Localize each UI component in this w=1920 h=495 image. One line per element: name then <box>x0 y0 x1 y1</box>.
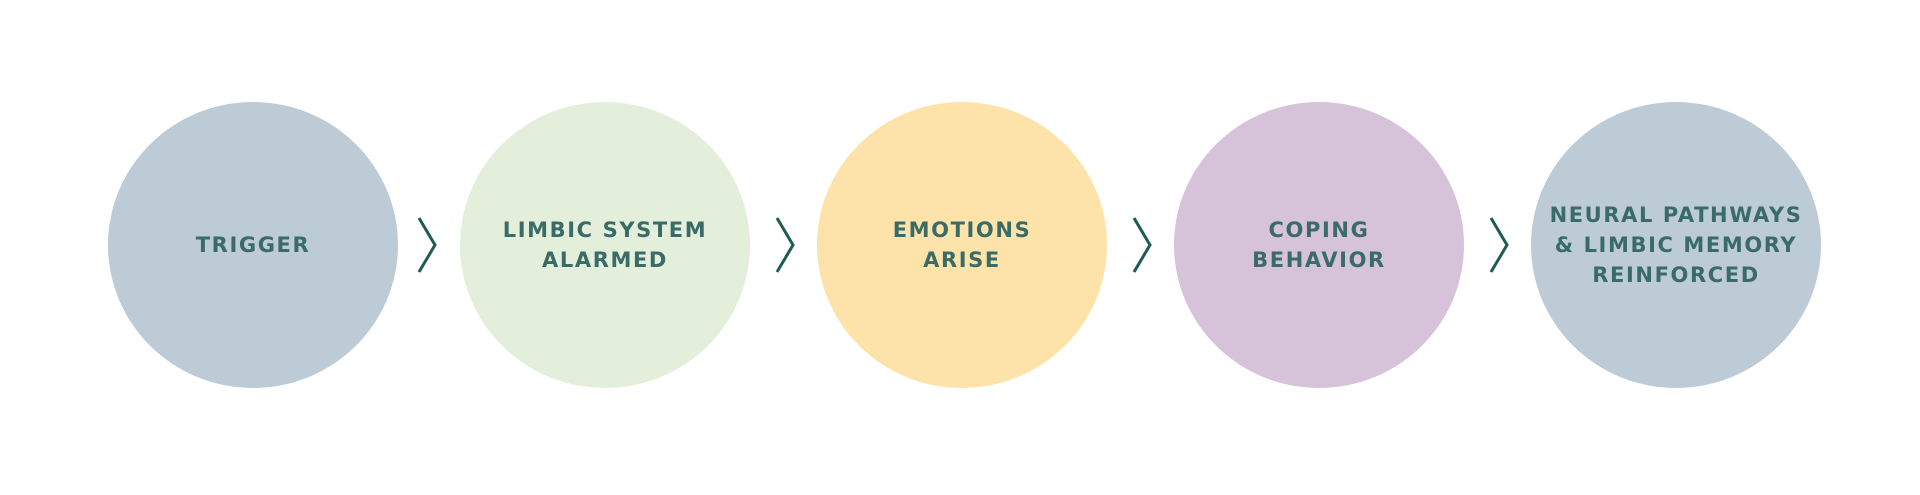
chevron-right-icon <box>775 216 797 274</box>
step-neural-pathways-reinforced: NEURAL PATHWAYS & LIMBIC MEMORY REINFORC… <box>1531 102 1821 388</box>
step-trigger-label: TRIGGER <box>195 233 311 257</box>
step-emotions-arise: EMOTIONS ARISE <box>817 102 1107 388</box>
step-limbic-system-alarmed: LIMBIC SYSTEM ALARMED <box>460 102 750 388</box>
step-coping-behavior: COPING BEHAVIOR <box>1174 102 1464 388</box>
step-coping-behavior-label: COPING BEHAVIOR <box>1252 218 1386 272</box>
step-emotions-arise-label: EMOTIONS ARISE <box>892 218 1032 272</box>
step-trigger: TRIGGER <box>108 102 398 388</box>
step-neural-pathways-reinforced-label: NEURAL PATHWAYS & LIMBIC MEMORY REINFORC… <box>1549 203 1803 287</box>
chevron-right-icon <box>1132 216 1154 274</box>
step-limbic-system-alarmed-label: LIMBIC SYSTEM ALARMED <box>502 218 708 272</box>
chevron-right-icon <box>1489 216 1511 274</box>
chevron-right-icon <box>417 216 439 274</box>
